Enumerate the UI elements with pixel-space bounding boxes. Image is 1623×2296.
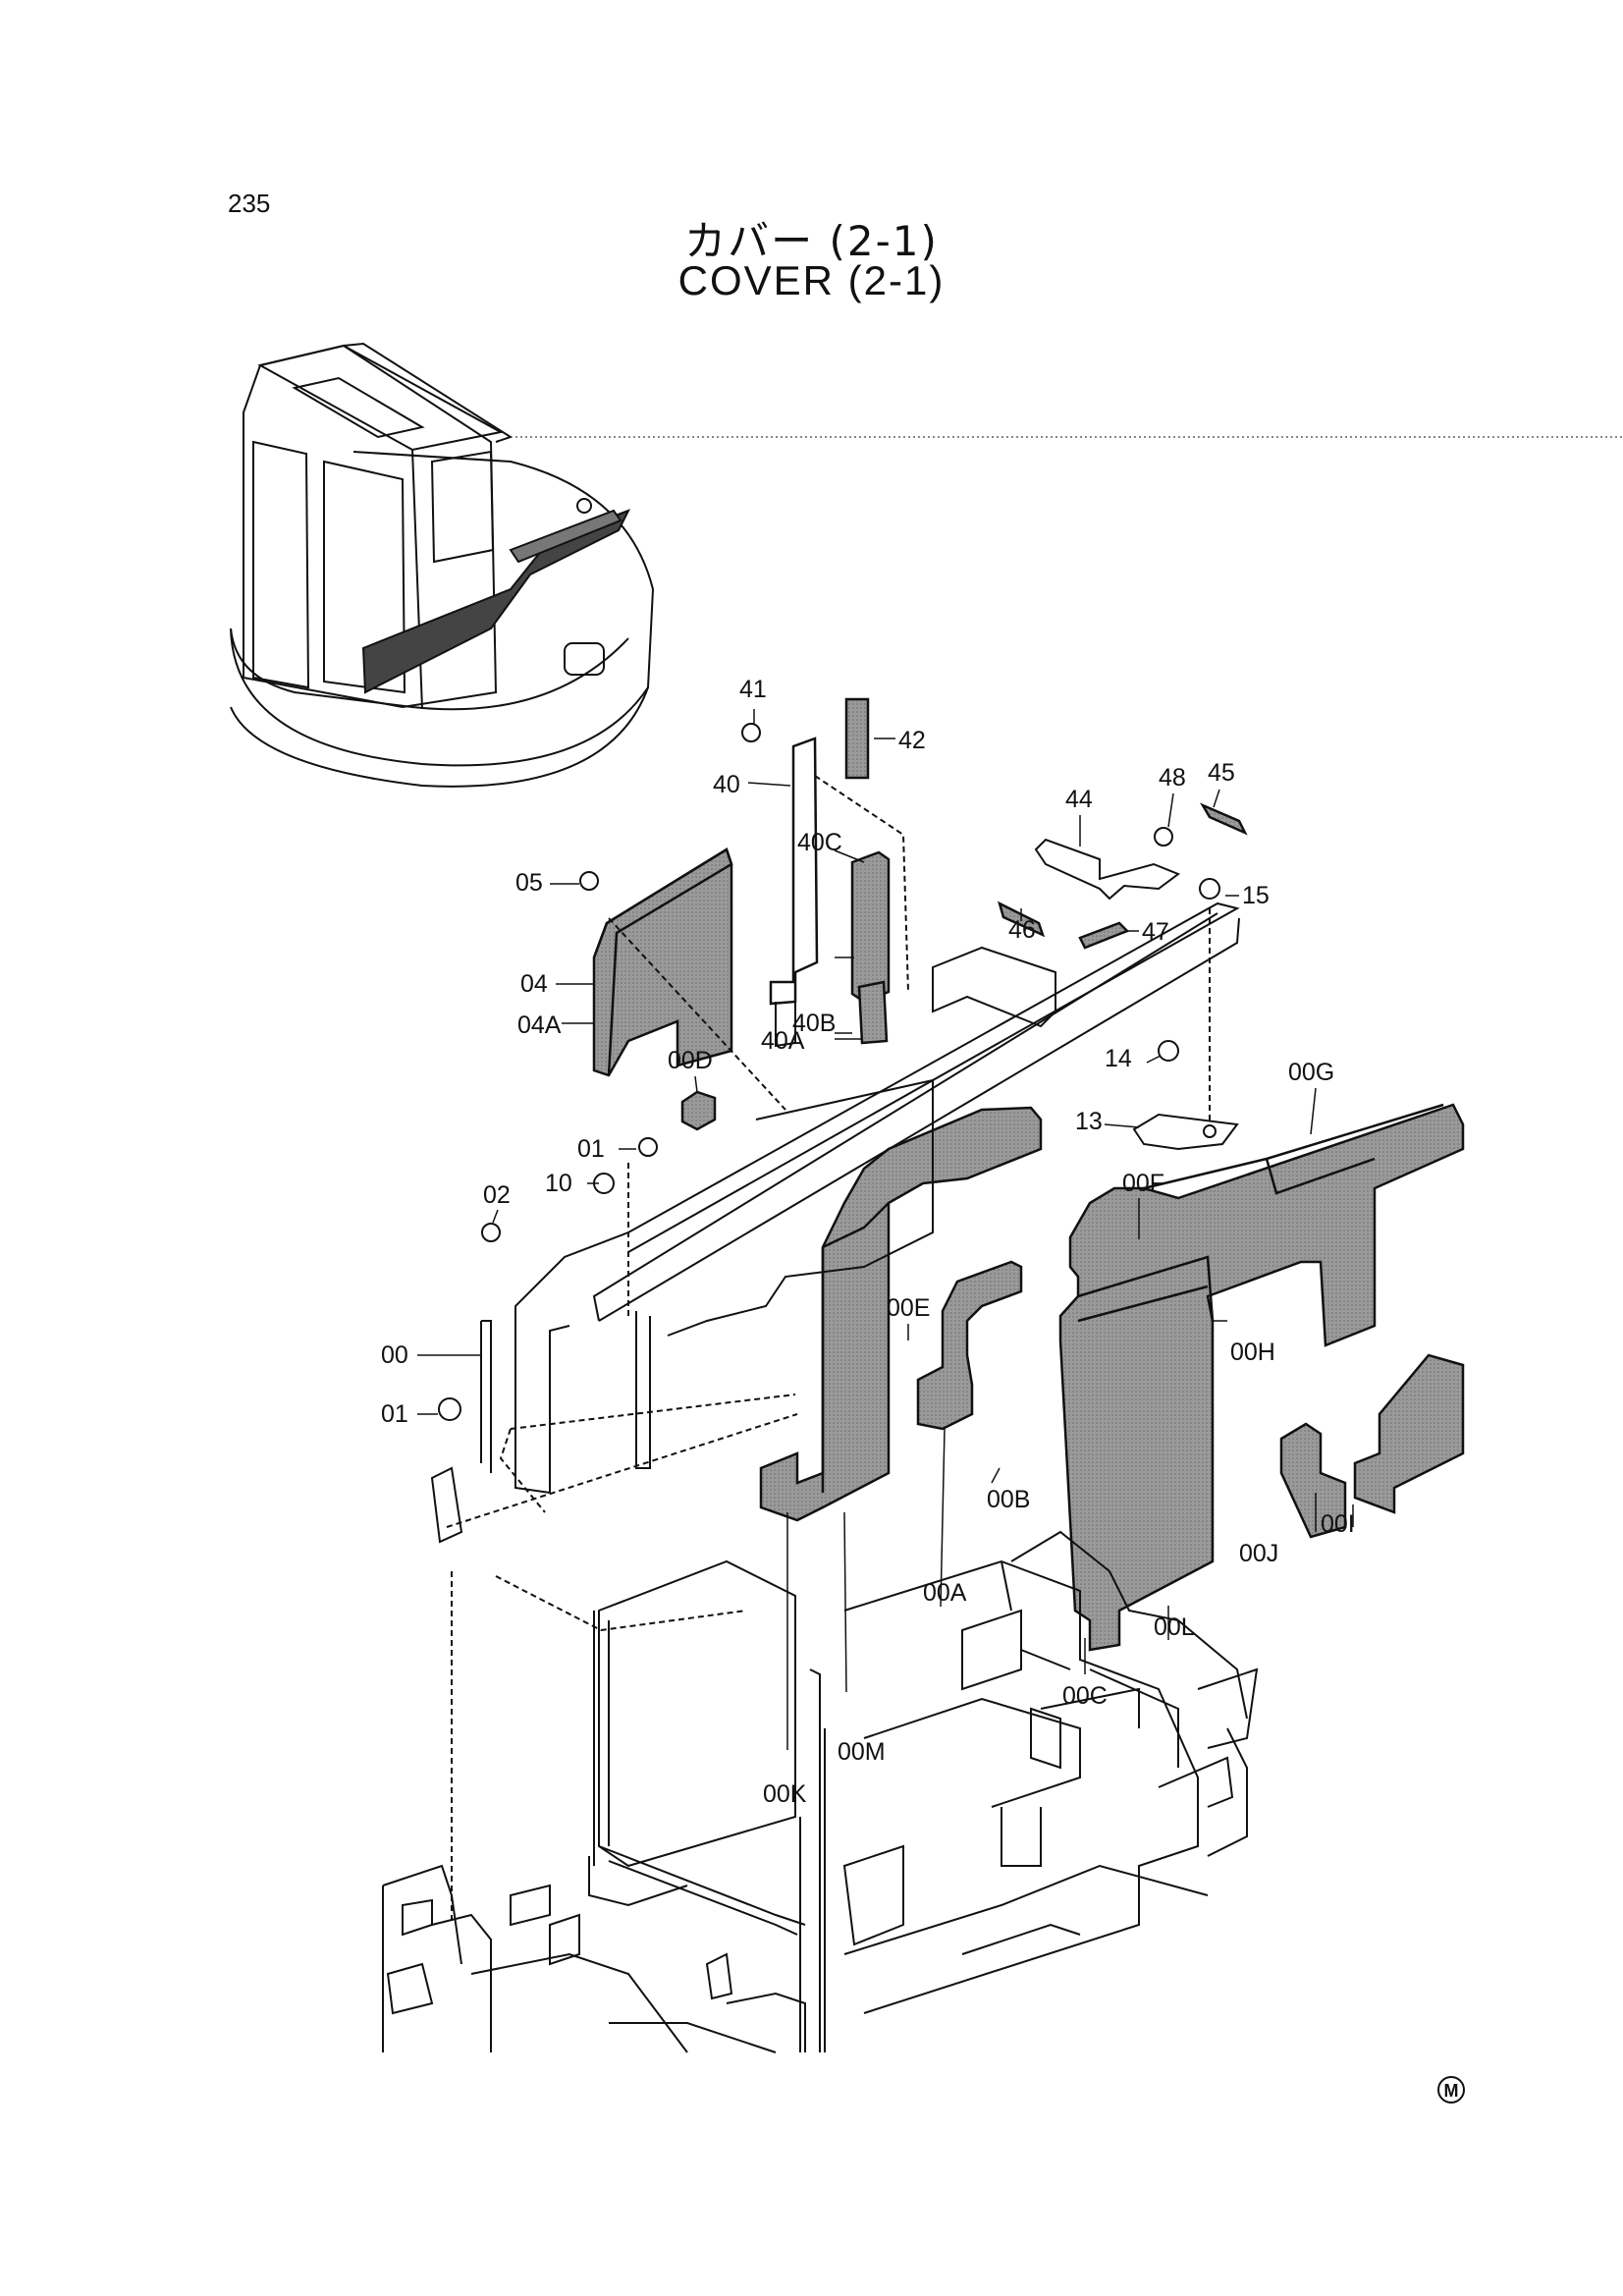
callout-00b: 00B <box>987 1486 1030 1513</box>
callout-00f: 00F <box>1122 1170 1164 1197</box>
leader-lines <box>417 709 1354 1750</box>
page-title-english: COVER (2-1) <box>677 257 946 303</box>
page-number: 235 <box>228 189 271 218</box>
callout-00a: 00A <box>923 1579 967 1607</box>
callout-00g: 00G <box>1288 1059 1334 1086</box>
callout-04: 04 <box>520 970 548 998</box>
callout-00: 00 <box>381 1341 408 1369</box>
callout-41: 41 <box>739 676 767 703</box>
callout-00h: 00H <box>1230 1339 1275 1366</box>
callout-47: 47 <box>1142 918 1169 946</box>
callout-00d: 00C <box>1062 1682 1108 1710</box>
bolt-41 <box>741 723 761 742</box>
callout-14: 14 <box>1105 1045 1132 1072</box>
callout-48: 48 <box>1159 764 1186 792</box>
callout-46: 46 <box>1008 916 1036 944</box>
bolt-02 <box>481 1223 501 1242</box>
callout-05: 05 <box>515 869 543 897</box>
bolt-14 <box>1158 1040 1179 1062</box>
callout-00l: 00M <box>838 1738 886 1766</box>
callout-01-lower: 01 <box>381 1400 408 1428</box>
callout-15: 15 <box>1242 882 1270 909</box>
callout-10: 10 <box>545 1170 572 1197</box>
cover-frame <box>382 775 1259 2053</box>
callout-00c: 00D <box>668 1047 713 1074</box>
corner-mark-letter: M <box>1444 2081 1459 2101</box>
callout-01-upper: 01 <box>577 1135 605 1163</box>
page-title-japanese: カバー (2-1) <box>684 217 939 265</box>
callout-40b: 40B <box>792 1010 836 1037</box>
callout-00m: 00K <box>763 1780 807 1808</box>
corner-mark: M <box>1437 2076 1465 2104</box>
callout-02: 02 <box>483 1181 511 1209</box>
bolt-48 <box>1154 827 1173 847</box>
bolts <box>438 723 1220 1421</box>
callout-40c: 40C <box>797 829 842 856</box>
callout-00j: 00J <box>1239 1540 1278 1567</box>
bolt-01-upper <box>638 1137 658 1157</box>
callout-labels: 41 42 40 40C 44 48 45 05 15 46 47 04 04A… <box>381 676 1355 1808</box>
callout-00e: 00E <box>887 1294 930 1322</box>
callout-40a: 40A <box>761 1027 805 1055</box>
machine-overview <box>230 342 1623 788</box>
callout-04a: 04A <box>517 1011 562 1039</box>
callout-42: 42 <box>898 727 926 754</box>
cover-parts <box>592 697 1465 1652</box>
callout-00k: 00L <box>1154 1613 1195 1641</box>
callout-13: 13 <box>1075 1108 1103 1135</box>
callout-40: 40 <box>713 771 740 798</box>
callout-00i: 00I <box>1321 1510 1355 1538</box>
callout-45: 45 <box>1208 759 1235 787</box>
bolt-05 <box>579 871 599 891</box>
bolt-01-lower <box>438 1397 461 1421</box>
bolt-15 <box>1199 878 1220 900</box>
callout-44: 44 <box>1065 786 1093 813</box>
